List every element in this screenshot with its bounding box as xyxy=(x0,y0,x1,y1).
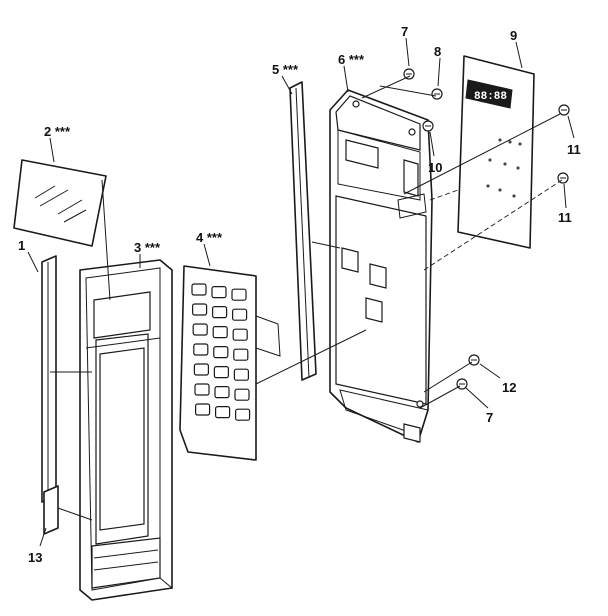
callout-12: 12 xyxy=(502,380,516,395)
callout-7-bottom: 7 xyxy=(486,410,493,425)
part-6-control-chassis xyxy=(329,89,433,443)
part-4-keypad-membrane xyxy=(179,265,281,461)
callout-3: 3 *** xyxy=(134,240,161,255)
callout-8: 8 xyxy=(434,44,441,59)
keypad-key xyxy=(234,388,250,401)
part-1-trim-strip xyxy=(41,255,57,503)
screw-7-bottom xyxy=(456,378,468,390)
keypad-key xyxy=(214,386,230,399)
part-9-display-board: 88:88 xyxy=(457,55,535,249)
callout-6: 6 *** xyxy=(338,52,365,67)
assembly-guide-lines xyxy=(50,75,563,521)
screw-8 xyxy=(431,88,443,100)
callout-2: 2 *** xyxy=(44,124,71,139)
keypad-key xyxy=(211,286,227,299)
keypad-key xyxy=(231,288,247,301)
callout-4: 4 *** xyxy=(196,230,223,245)
part-2-window-glass xyxy=(13,159,107,247)
part-5-gasket-strip xyxy=(289,81,317,381)
keypad-key xyxy=(193,363,209,376)
keypad-key xyxy=(232,328,248,341)
keypad-key xyxy=(215,406,231,419)
screw-11-upper xyxy=(558,104,570,116)
part-13-bottom-strip xyxy=(43,485,59,535)
keypad-key xyxy=(192,323,208,336)
callout-7-top: 7 xyxy=(401,24,408,39)
keypad-key xyxy=(233,348,249,361)
keypad-key xyxy=(194,383,210,396)
part-3-control-panel-front xyxy=(79,259,173,601)
keypad-key xyxy=(193,343,209,356)
callout-5: 5 *** xyxy=(272,62,299,77)
screw-10 xyxy=(422,120,434,132)
keypad-key xyxy=(233,368,249,381)
keypad-key xyxy=(212,306,228,319)
keypad-key xyxy=(213,366,229,379)
callout-13: 13 xyxy=(28,550,42,565)
display-digits: 88:88 xyxy=(474,91,507,103)
keypad-key xyxy=(191,283,207,296)
keypad-key xyxy=(192,303,208,316)
keypad-key xyxy=(195,403,211,416)
screw-7-top xyxy=(403,68,415,80)
callout-10: 10 xyxy=(428,160,442,175)
keypad-key xyxy=(213,346,229,359)
callout-11-upper: 11 xyxy=(567,142,581,157)
keypad-key xyxy=(212,326,228,339)
callout-1: 1 xyxy=(18,238,25,253)
callout-9: 9 xyxy=(510,28,517,43)
keypad-key xyxy=(232,308,248,321)
callout-11-lower: 11 xyxy=(558,210,572,225)
leader-arrows xyxy=(27,37,575,547)
keypad-key xyxy=(235,408,251,421)
